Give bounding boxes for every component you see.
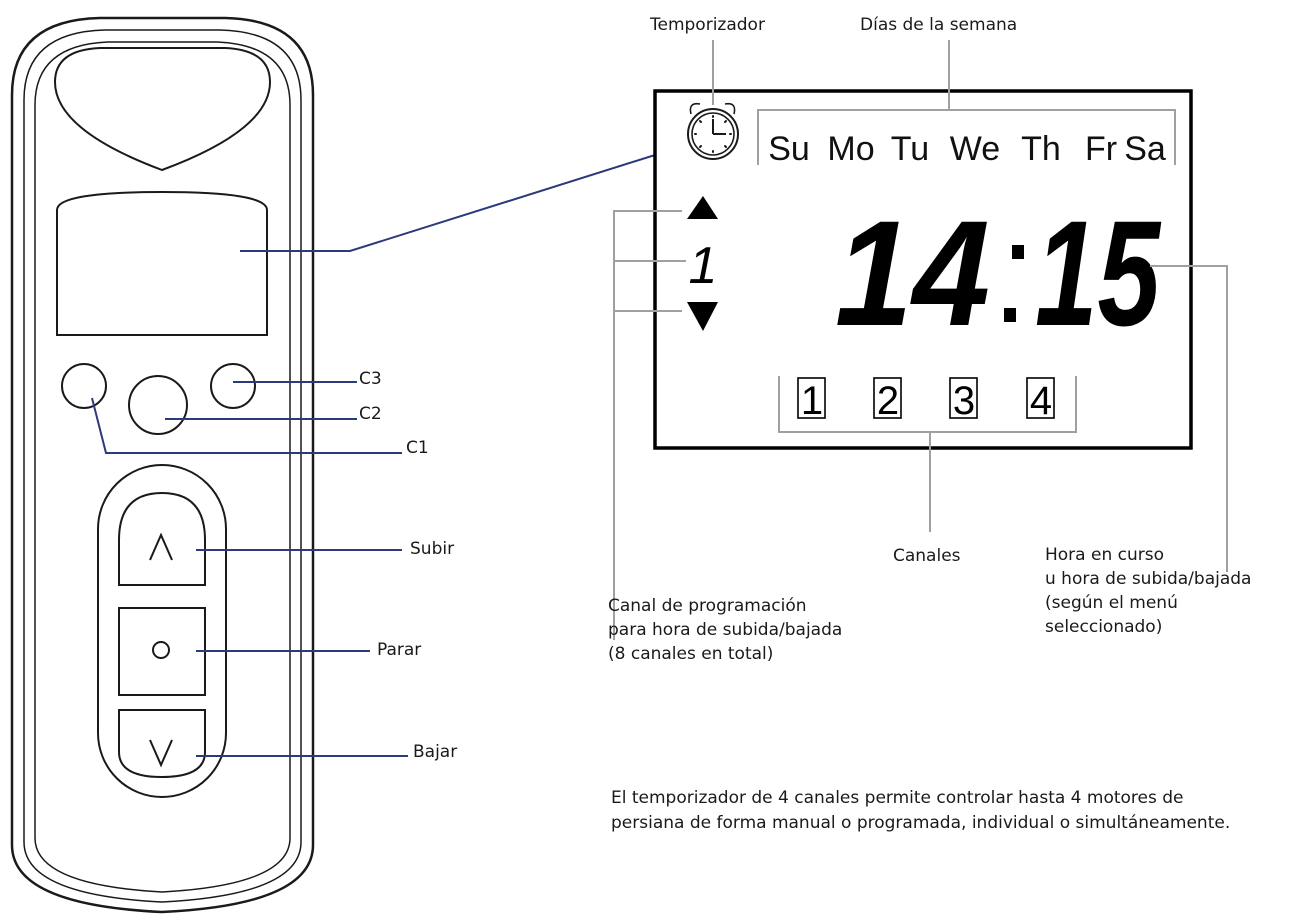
label-current-time: Hora en curso u hora de subida/bajada (s…	[1045, 543, 1251, 639]
lcd-frame	[653, 89, 1193, 450]
label-c1: C1	[406, 438, 429, 458]
channel-box-3	[949, 377, 978, 419]
clock-colon-top	[1012, 245, 1024, 259]
down-button[interactable]	[118, 709, 206, 779]
day-mo: Mo	[827, 130, 874, 168]
label-c2: C2	[359, 404, 382, 424]
down-triangle-icon	[687, 302, 718, 331]
footnote: El temporizador de 4 canales permite con…	[611, 786, 1230, 836]
button-c3[interactable]	[210, 363, 256, 409]
button-c2[interactable]	[128, 375, 188, 435]
day-sa: Sa	[1124, 130, 1166, 168]
label-current-time-line-2: u hora de subida/bajada	[1045, 569, 1252, 589]
day-th: Th	[1021, 130, 1061, 168]
label-program-channel-line-3: (8 canales en total)	[608, 644, 774, 664]
button-c1[interactable]	[61, 363, 107, 409]
channel-digit-4: 4	[1030, 379, 1052, 423]
day-fr: Fr	[1085, 130, 1117, 168]
remote-body	[10, 16, 315, 914]
clock-minutes: 15	[1035, 189, 1162, 357]
up-triangle-icon	[687, 196, 718, 219]
clock-display: 14 15	[835, 189, 1162, 357]
blue-leader-lines	[91, 154, 656, 757]
program-channel-digit: 1	[689, 237, 718, 295]
label-parar: Parar	[377, 640, 422, 660]
alarm-clock-icon	[687, 102, 739, 160]
label-bajar: Bajar	[413, 742, 458, 762]
label-subir: Subir	[410, 539, 455, 559]
label-program-channel: Canal de programación para hora de subid…	[608, 594, 842, 666]
channel-box-1	[797, 377, 826, 419]
weekdays-bracket	[757, 109, 1176, 165]
label-current-time-line-4: seleccionado)	[1045, 617, 1163, 637]
day-su: Su	[768, 130, 810, 168]
remote-top-window	[53, 47, 272, 172]
down-arrow-icon	[149, 739, 173, 768]
channel-digit-3: 3	[953, 379, 975, 423]
footnote-line-2: persiana de forma manual o programada, i…	[611, 813, 1231, 833]
day-tu: Tu	[891, 130, 929, 168]
label-current-time-line-3: (según el menú	[1045, 593, 1178, 613]
channel-boxes: 1 2 3 4	[797, 377, 1055, 423]
label-channels: Canales	[893, 546, 961, 566]
channel-box-4	[1026, 377, 1055, 419]
day-we: We	[950, 130, 1000, 168]
leader-screen	[240, 154, 656, 252]
program-channel-bracket	[613, 210, 682, 640]
current-time-leader	[1150, 265, 1228, 572]
clock-hours: 14	[835, 189, 990, 357]
stop-circle-icon	[152, 641, 170, 659]
clock-colon-bottom	[1004, 308, 1016, 322]
remote-screen	[56, 190, 268, 336]
channel-digit-1: 1	[801, 379, 823, 423]
channel-digit-2: 2	[877, 379, 899, 423]
button-panel	[97, 464, 227, 798]
label-weekdays: Días de la semana	[860, 15, 1018, 35]
label-program-channel-line-2: para hora de subida/bajada	[608, 620, 843, 640]
leader-c1	[91, 397, 402, 454]
stop-button[interactable]	[118, 607, 206, 696]
label-timer: Temporizador	[650, 15, 765, 35]
label-program-channel-line-1: Canal de programación	[608, 596, 807, 616]
up-arrow-icon	[149, 532, 173, 561]
weekdays-row: Su Mo Tu We Th Fr Sa	[768, 130, 1166, 168]
footnote-line-1: El temporizador de 4 canales permite con…	[611, 788, 1184, 808]
label-current-time-line-1: Hora en curso	[1045, 545, 1164, 565]
label-c3: C3	[359, 369, 382, 389]
channels-bracket	[778, 376, 1077, 433]
channel-box-2	[873, 377, 902, 419]
